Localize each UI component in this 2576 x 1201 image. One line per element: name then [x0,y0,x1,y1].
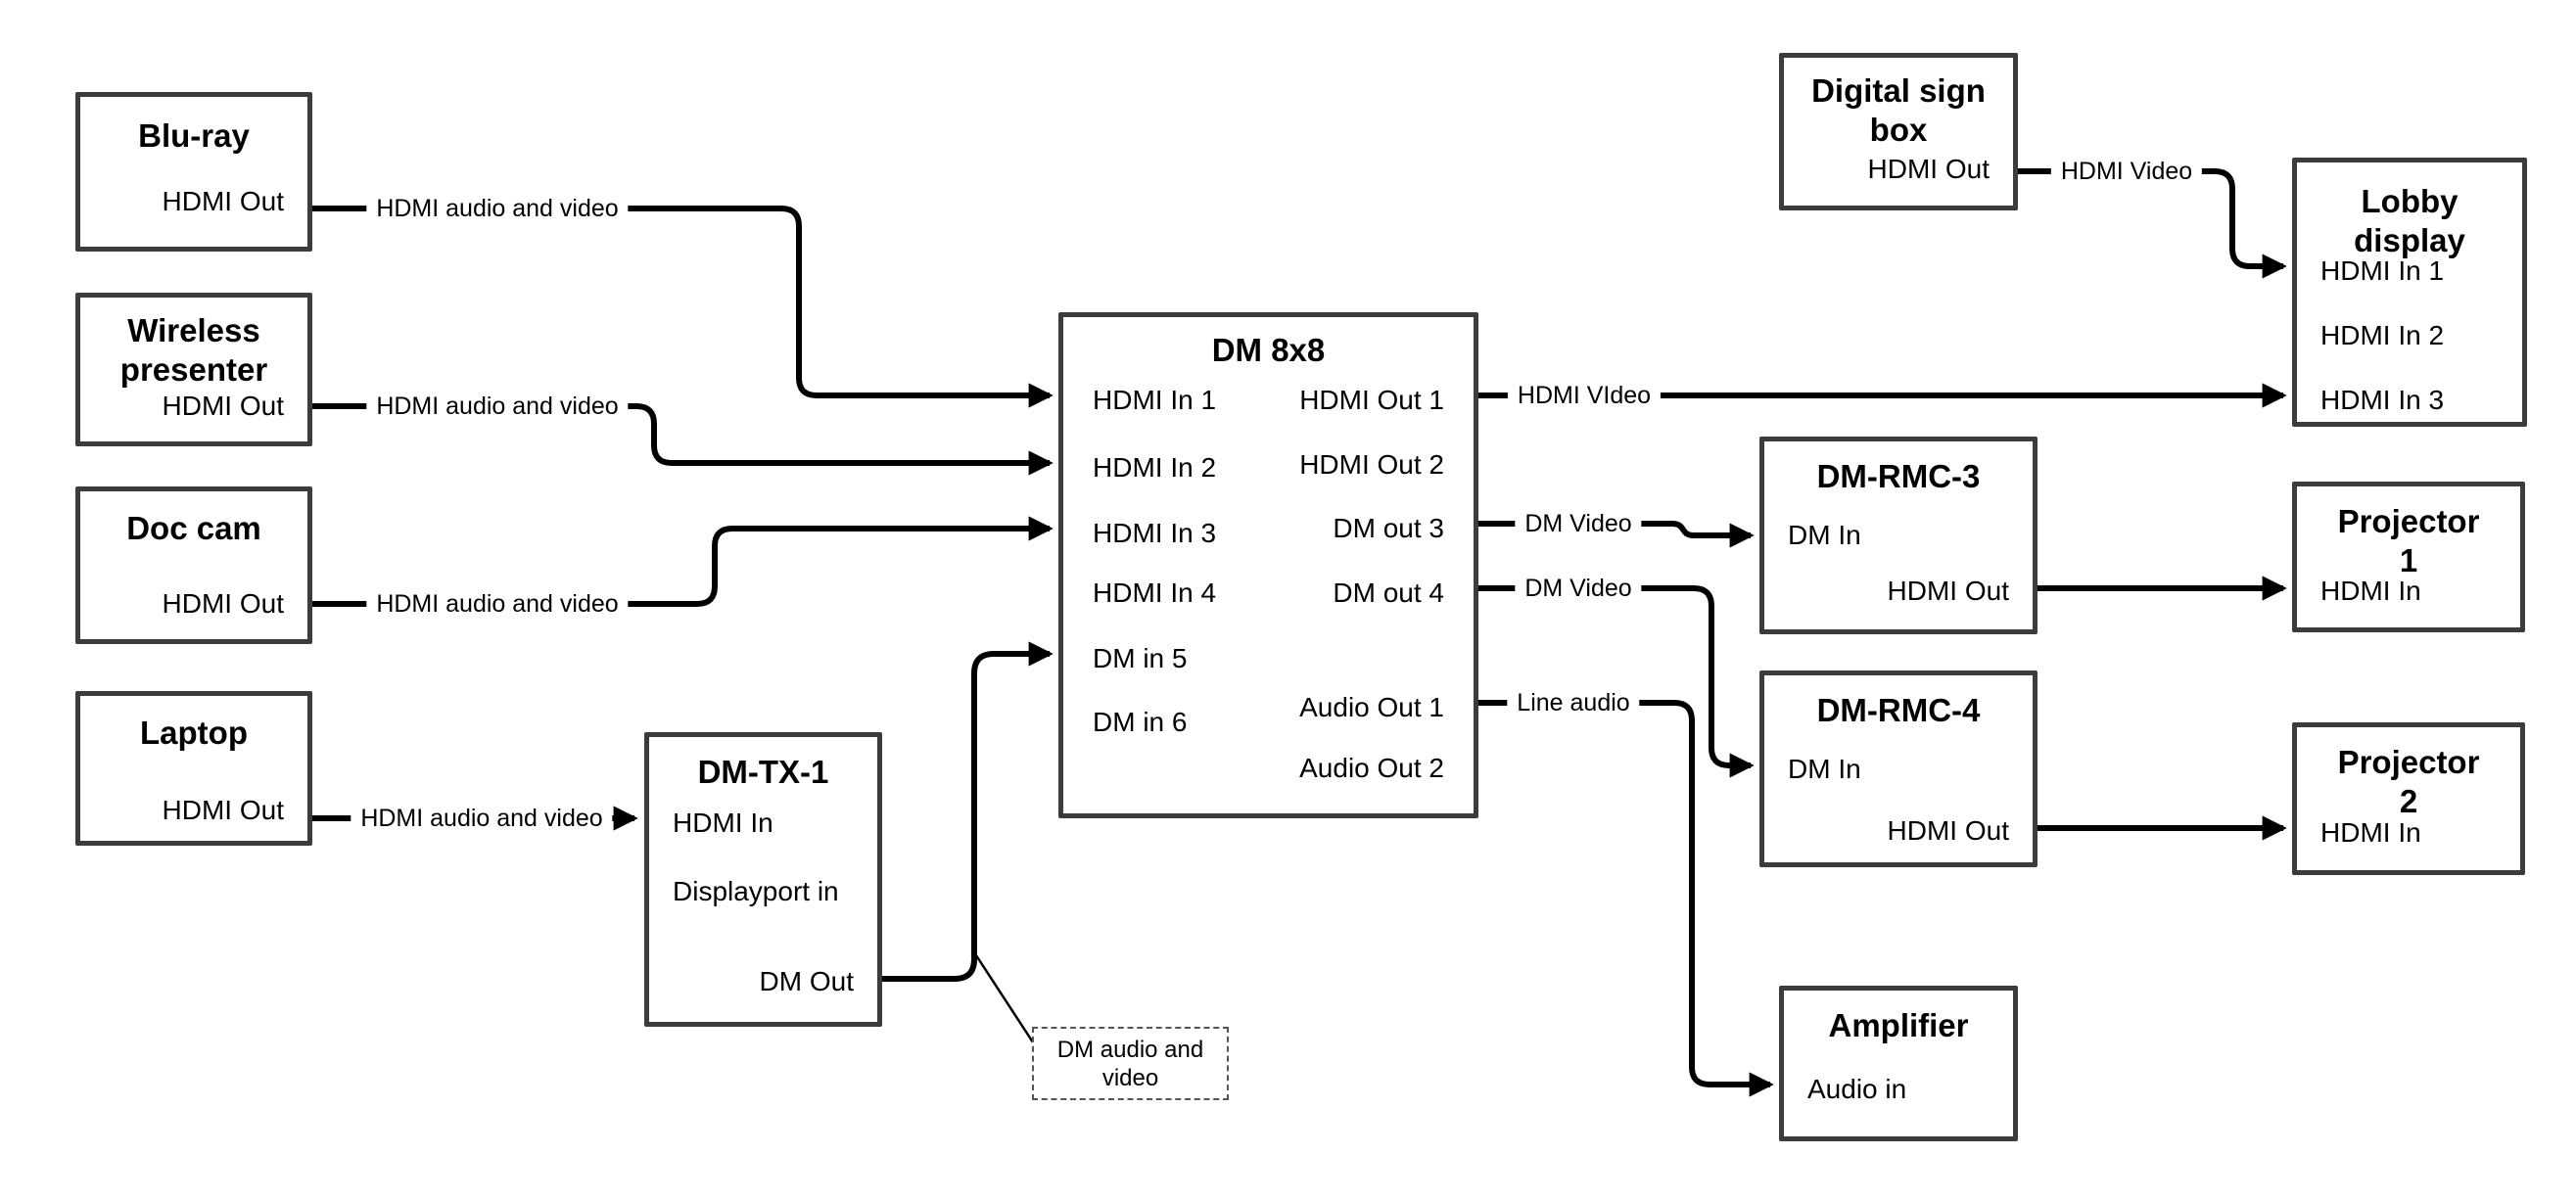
device-title: Blu-ray [138,117,250,154]
device-box-digital-sign: Digital sign box HDMI Out [1779,53,2018,210]
device-box-projector-2: Projector 2 HDMI In [2292,722,2525,875]
device-box-dm-rmc-4: DM-RMC-4 DM In HDMI Out [1759,670,2037,867]
device-title: Laptop [140,715,248,751]
connector-dm8x8-out3-to-dmrmc3 [1478,521,1755,548]
port-dm8x8-hdmi-in-2: HDMI In 2 [1093,452,1217,483]
connector-dm8x8-out4-to-dmrmc4 [1478,585,1755,778]
callout-dm-audio-video: DM audio and video [1032,1027,1229,1100]
device-box-dm-tx-1: DM-TX-1 HDMI In Displayport in DM Out [644,732,882,1027]
connector-digitalsign-to-lobby-in1 [2018,168,2287,279]
port-dm8x8-hdmi-out-2: HDMI Out 2 [1299,449,1444,480]
cable-label-hdmi-out1: HDMI VIdeo [1507,379,1662,412]
connector-doccam-to-dm8x8-in3 [312,516,1054,607]
port-bluray-hdmi-out: HDMI Out [162,186,284,216]
port-dm8x8-dm-in-5: DM in 5 [1093,643,1188,673]
port-wireless-hdmi-out: HDMI Out [162,391,284,421]
device-title: Projector 1 [2337,503,2480,578]
port-dm8x8-dm-out-4: DM out 4 [1333,577,1444,608]
device-title: DM-RMC-3 [1816,458,1981,494]
port-dmtx1-hdmi-in: HDMI In [673,808,773,838]
port-lobby-hdmi-in-2: HDMI In 2 [2320,320,2445,350]
port-dm8x8-dm-in-6: DM in 6 [1093,707,1188,737]
port-dm8x8-hdmi-in-1: HDMI In 1 [1093,385,1217,415]
port-dmrmc3-dm-in: DM In [1788,520,1861,550]
cable-label-digital-sign: HDMI Video [2050,155,2203,188]
port-laptop-hdmi-out: HDMI Out [162,795,284,825]
device-box-dm-rmc-3: DM-RMC-3 DM In HDMI Out [1759,437,2037,634]
device-box-laptop: Laptop HDMI Out [75,691,312,846]
device-title: Digital sign box [1811,72,1986,148]
device-box-dm-8x8: DM 8x8 HDMI In 1 HDMI In 2 HDMI In 3 HDM… [1058,312,1478,818]
device-title: DM-RMC-4 [1816,692,1981,728]
device-title: Doc cam [126,510,261,546]
connector-bluray-to-dm8x8-in1 [312,206,1054,408]
callout-leader-line [972,951,1037,1046]
device-title: Wireless presenter [119,312,268,388]
cable-label-dm-out3: DM Video [1515,507,1642,540]
port-dmrmc4-dm-in: DM In [1788,754,1861,784]
device-box-projector-1: Projector 1 HDMI In [2292,482,2525,632]
connector-wireless-to-dm8x8-in2 [312,403,1054,476]
device-title: DM-TX-1 [697,754,829,790]
port-dmrmc3-hdmi-out: HDMI Out [1887,576,2009,606]
port-dm8x8-hdmi-in-4: HDMI In 4 [1093,577,1217,608]
cable-label-line-audio: Line audio [1507,686,1640,719]
port-dm8x8-dm-out-3: DM out 3 [1333,513,1444,543]
device-title: Lobby display [2354,183,2465,258]
device-title: DM 8x8 [1211,332,1326,368]
device-box-wireless-presenter: Wireless presenter HDMI Out [75,293,312,446]
device-box-bluray: Blu-ray HDMI Out [75,92,312,252]
port-doccam-hdmi-out: HDMI Out [162,588,284,619]
cable-label-laptop-hdmi: HDMI audio and video [351,802,613,835]
device-box-amplifier: Amplifier Audio in [1779,986,2018,1141]
port-amp-audio-in: Audio in [1807,1074,1907,1104]
device-title: Projector 2 [2337,744,2480,819]
port-digitalsign-hdmi-out: HDMI Out [1867,154,1990,184]
port-dm8x8-hdmi-in-3: HDMI In 3 [1093,518,1217,548]
port-dm8x8-audio-out-2: Audio Out 2 [1299,753,1444,783]
connector-dm8x8-audio1-to-amp [1478,700,1774,1097]
port-dmtx1-dm-out: DM Out [759,966,854,996]
connector-dmtx1-to-dm8x8-in5 [882,641,1054,982]
device-box-doc-cam: Doc cam HDMI Out [75,486,312,644]
port-dmtx1-displayport-in: Displayport in [673,876,839,906]
port-proj1-hdmi-in: HDMI In [2320,576,2421,606]
cable-label-bluray-hdmi: HDMI audio and video [366,192,629,225]
port-dm8x8-audio-out-1: Audio Out 1 [1299,692,1444,722]
port-dm8x8-hdmi-out-1: HDMI Out 1 [1299,385,1444,415]
cable-label-dm-out4: DM Video [1515,572,1642,605]
device-title: Amplifier [1828,1007,1969,1043]
cable-label-doccam-hdmi: HDMI audio and video [366,587,629,621]
port-proj2-hdmi-in: HDMI In [2320,817,2421,848]
cable-label-wireless-hdmi: HDMI audio and video [366,390,629,423]
port-lobby-hdmi-in-3: HDMI In 3 [2320,385,2445,415]
device-box-lobby-display: Lobby display HDMI In 1 HDMI In 2 HDMI I… [2292,158,2527,427]
port-lobby-hdmi-in-1: HDMI In 1 [2320,255,2445,286]
port-dmrmc4-hdmi-out: HDMI Out [1887,815,2009,846]
